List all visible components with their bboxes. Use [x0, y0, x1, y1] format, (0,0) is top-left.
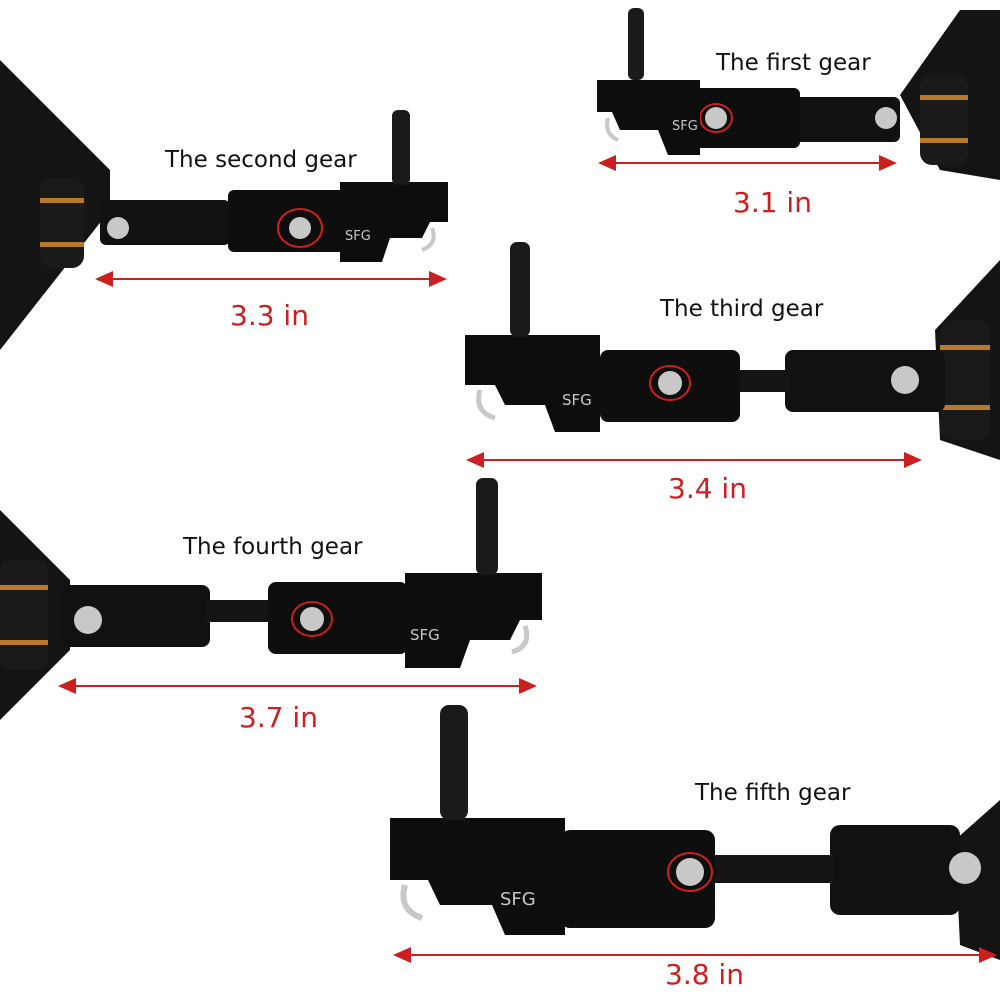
fourth-gear-release: SFG [0, 478, 542, 720]
gear-label-fourth: The fourth gear [183, 534, 363, 560]
gear-label-third: The third gear [660, 296, 824, 322]
fifth-gear-release: SFG [390, 705, 1000, 960]
gear-length-second: 3.3 in [230, 299, 309, 332]
gear-length-fifth: 3.8 in [665, 958, 744, 991]
svg-text:SFG: SFG [345, 229, 371, 244]
gear-length-first: 3.1 in [733, 186, 812, 219]
gear-label-fifth: The fifth gear [695, 780, 851, 806]
second-gear-release: SFG [0, 60, 448, 350]
gear-length-fourth: 3.7 in [239, 701, 318, 734]
first-gear-release: SFG [597, 8, 1000, 180]
sfg-logo: SFG [672, 119, 698, 134]
svg-text:SFG: SFG [500, 889, 536, 910]
gear-label-first: The first gear [716, 50, 871, 76]
third-gear-release: SFG [465, 242, 1000, 460]
svg-text:SFG: SFG [410, 626, 440, 644]
svg-text:SFG: SFG [562, 391, 592, 409]
gear-label-second: The second gear [165, 147, 357, 173]
gear-length-third: 3.4 in [668, 472, 747, 505]
